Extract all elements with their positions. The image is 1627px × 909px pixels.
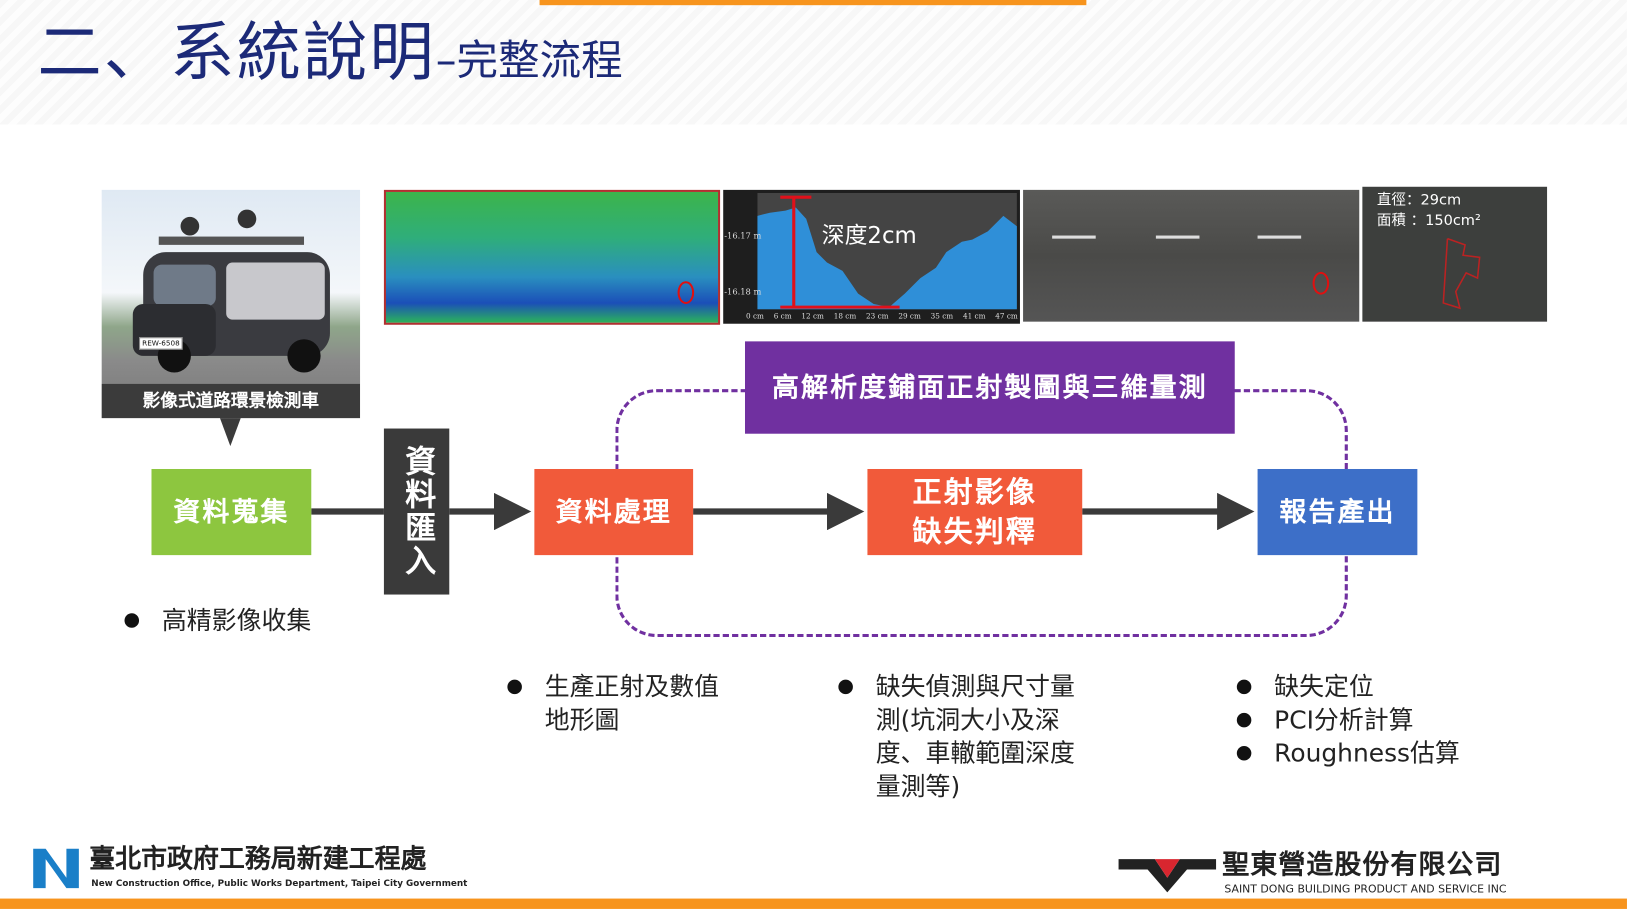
defect-marker-icon bbox=[677, 281, 695, 305]
van-icon bbox=[132, 209, 330, 373]
x-tick: 47 cm bbox=[995, 312, 1018, 321]
road-ortho-image bbox=[1023, 189, 1360, 322]
x-tick: 29 cm bbox=[898, 312, 921, 321]
depth-profile-chart: 深度2cm -16.17 m -16.18 m 0 cm 6 cm 12 cm 18 … bbox=[723, 189, 1020, 324]
taipei-logo: 臺北市政府工務局新建工程處 New Construction Office, P… bbox=[31, 845, 467, 893]
page-title: 二、系統說明–完整流程 bbox=[37, 15, 622, 92]
y-tick: -16.17 m bbox=[724, 231, 762, 241]
step-data-import: 資料匯入 bbox=[383, 428, 450, 595]
defect-marker-icon bbox=[1312, 271, 1330, 295]
lane-marking bbox=[1155, 235, 1200, 239]
x-tick: 23 cm bbox=[866, 312, 889, 321]
caption-pointer bbox=[219, 418, 241, 447]
y-tick: -16.18 m bbox=[724, 287, 762, 297]
x-ticks: 0 cm 6 cm 12 cm 18 cm 23 cm 29 cm 35 cm 41 cm 47… bbox=[746, 312, 1018, 321]
bullet-item: PCI分析計算 bbox=[1236, 703, 1507, 736]
top-accent-bar bbox=[539, 0, 1087, 6]
header-band bbox=[0, 0, 1627, 125]
pothole-outline-icon bbox=[1442, 237, 1481, 310]
step-data-import-label: 資料匯入 bbox=[398, 445, 436, 578]
bullets-interpret: 缺失偵測與尺寸量測(坑洞大小及深度、車轍範圍深度量測等) bbox=[838, 670, 1077, 803]
bullet-item: 缺失定位 bbox=[1236, 670, 1507, 703]
right-org-name: 聖東營造股份有限公司 bbox=[1222, 849, 1503, 881]
bullets-process: 生產正射及數值地形圖 bbox=[507, 670, 740, 736]
bullet-item: 缺失偵測與尺寸量測(坑洞大小及深度、車轍範圍深度量測等) bbox=[838, 670, 1077, 803]
diameter-label: 直徑：29cm bbox=[1376, 191, 1462, 209]
x-tick: 12 cm bbox=[801, 312, 824, 321]
depth-label: 深度2cm bbox=[821, 223, 917, 250]
lane-marking bbox=[1257, 235, 1302, 239]
step-data-collection: 資料蒐集 bbox=[151, 468, 312, 556]
area-label: 面積 ：150cm² bbox=[1376, 212, 1481, 230]
title-sub: –完整流程 bbox=[435, 37, 623, 86]
bullet-item: 高精影像收集 bbox=[124, 604, 395, 637]
x-tick: 0 cm bbox=[746, 312, 764, 321]
vehicle-photo: REW-6508 影像式道路環景檢測車 bbox=[101, 189, 361, 419]
ortho-dem-image bbox=[383, 189, 721, 325]
right-org-name-en: SAINT DONG BUILDING PRODUCT AND SERVICE … bbox=[1224, 882, 1507, 896]
bullets-report: 缺失定位 PCI分析計算 Roughness估算 bbox=[1236, 670, 1507, 770]
x-tick: 18 cm bbox=[833, 312, 857, 321]
taipei-n-logo-icon bbox=[33, 848, 79, 889]
step-ortho-interpretation: 正射影像 缺失判釋 bbox=[867, 468, 1083, 556]
saintdong-logo: 聖東營造股份有限公司 SAINT DONG BUILDING PRODUCT A… bbox=[1118, 849, 1565, 897]
left-org-name-en: New Construction Office, Public Works De… bbox=[91, 878, 468, 890]
left-org-name: 臺北市政府工務局新建工程處 bbox=[89, 843, 427, 874]
section-title-box: 高解析度鋪面正射製圖與三維量測 bbox=[744, 341, 1235, 434]
bullets-collect: 高精影像收集 bbox=[124, 604, 395, 637]
step-report-output: 報告產出 bbox=[1257, 468, 1418, 556]
license-plate: REW-6508 bbox=[139, 337, 183, 350]
step-label-line: 缺失判釋 bbox=[912, 514, 1038, 549]
bottom-accent-bar bbox=[0, 898, 1627, 909]
title-main: 二、系統說明 bbox=[37, 14, 436, 91]
bullet-item: Roughness估算 bbox=[1236, 737, 1507, 770]
bullet-item: 生產正射及數值地形圖 bbox=[507, 670, 740, 736]
step-data-processing: 資料處理 bbox=[534, 468, 694, 556]
lane-marking bbox=[1052, 235, 1096, 239]
pothole-measure-image: 直徑：29cm 面積 ：150cm² bbox=[1362, 186, 1548, 322]
saintdong-logo-icon bbox=[1118, 859, 1217, 893]
x-tick: 41 cm bbox=[962, 312, 986, 321]
step-label-line: 正射影像 bbox=[912, 474, 1038, 509]
x-tick: 6 cm bbox=[773, 312, 792, 321]
x-tick: 35 cm bbox=[930, 312, 954, 321]
vehicle-caption: 影像式道路環景檢測車 bbox=[101, 383, 361, 419]
